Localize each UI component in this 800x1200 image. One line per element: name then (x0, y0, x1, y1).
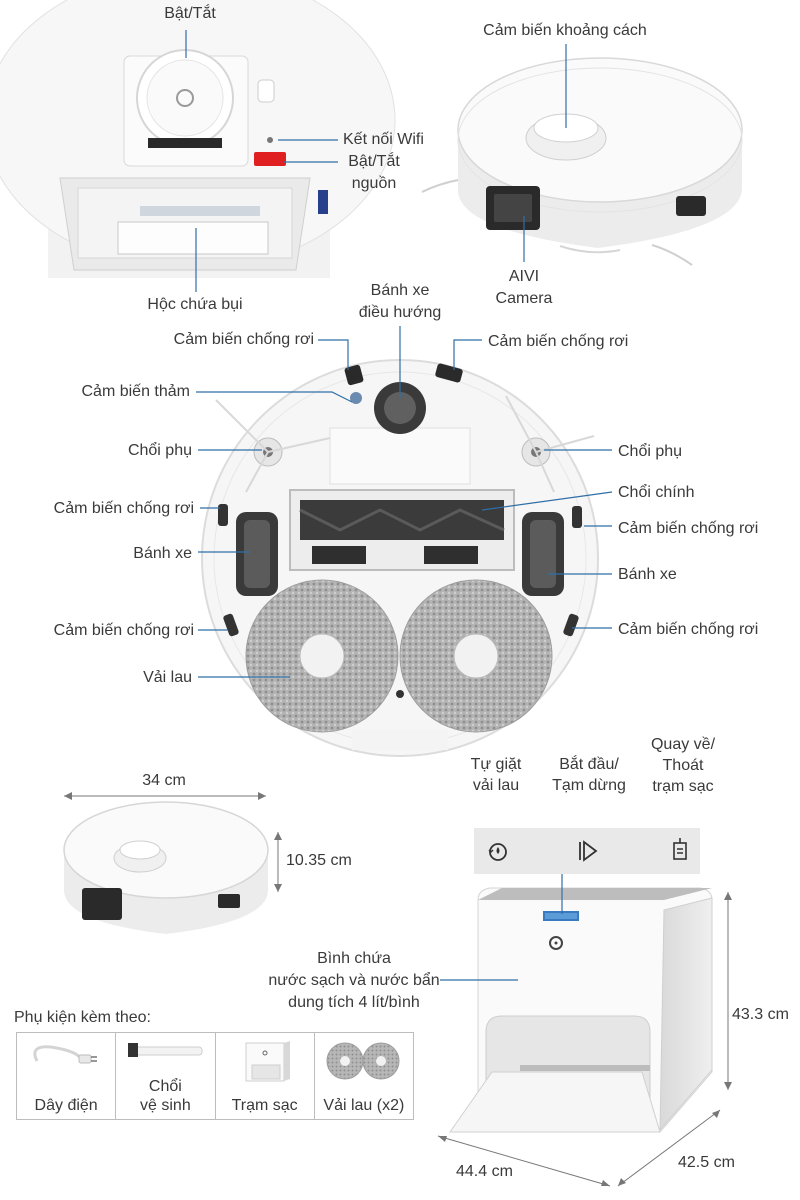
accessory-mop-pads: Vải lau (x2) (315, 1033, 413, 1119)
cliff-sensor-mid-left-label: Cảm biến chống rơi (53, 500, 194, 517)
cliff-sensor-top-left-label: Cảm biến chống rơi (173, 331, 314, 348)
side-brush-left-label: Chổi phụ (127, 442, 192, 459)
self-wash-label-line1: Tự giặt (470, 756, 522, 773)
accessories-table: Dây điện Chổi vệ sinh Trạm sạc Vải lau (… (16, 1032, 414, 1120)
return-dock-label-line1: Quay về/ (650, 736, 716, 753)
leader-lines (185, 30, 613, 981)
wheel-right-label: Bánh xe (618, 566, 677, 583)
station-depth-label: 42.5 cm (678, 1154, 735, 1171)
accessory-cleaning-brush: Chổi vệ sinh (116, 1033, 216, 1119)
start-pause-button-icon[interactable] (579, 840, 598, 862)
steer-wheel-label-line1: Bánh xe (370, 282, 430, 299)
steer-wheel-label-line2: điều hướng (358, 304, 442, 321)
start-pause-label-line2: Tạm dừng (552, 777, 626, 794)
accessories-title: Phụ kiện kèm theo: (14, 1009, 151, 1026)
side-brush-right-label: Chổi phụ (618, 443, 683, 460)
robot-height-label: 10.35 cm (286, 852, 352, 869)
cleaning-brush-icon (128, 1043, 203, 1057)
distance-sensor-label: Cảm biến khoảng cách (483, 22, 647, 39)
cliff-sensor-low-left-label: Cảm biến chống rơi (53, 622, 194, 639)
self-wash-button-icon[interactable] (488, 843, 507, 861)
station-logo (530, 932, 582, 961)
cliff-sensor-mid-right-label: Cảm biến chống rơi (618, 520, 759, 537)
mop-pads-icon (326, 1042, 400, 1080)
power-toggle-label: Bật/Tắt (164, 5, 216, 22)
accessory-label: Vải lau (x2) (323, 1097, 405, 1114)
robot-top-open-view (0, 0, 396, 278)
water-tank-label-line2: nước sạch và nước bẩn (268, 972, 440, 989)
water-tank-label-line3: dung tích 4 lít/bình (288, 994, 420, 1011)
charging-station-icon (245, 1041, 290, 1082)
station-button-panel (474, 828, 700, 874)
accessory-label: Trạm sạc (231, 1097, 298, 1114)
station-width-label: 44.4 cm (456, 1163, 513, 1180)
accessory-power-cable: Dây điện (17, 1033, 117, 1119)
power-label-line1: Bật/Tắt (348, 153, 400, 170)
carpet-sensor-label: Cảm biến thảm (81, 383, 191, 400)
water-tank-label-line1: Bình chứa (317, 950, 391, 967)
aivi-label-line2: Camera (495, 290, 553, 307)
return-dock-button-icon[interactable] (673, 838, 687, 860)
dustbin-label: Hộc chứa bụi (147, 296, 243, 313)
wheel-left-label: Bánh xe (133, 545, 192, 562)
robot-top-view (421, 57, 743, 266)
accessory-label: vệ sinh (140, 1097, 191, 1114)
accessory-charging-station: Trạm sạc (216, 1033, 315, 1119)
return-dock-label-line2: Thoát (662, 757, 704, 774)
start-pause-label-line1: Bắt đầu/ (559, 756, 619, 773)
charging-station-view (437, 887, 732, 1187)
power-label-line2: nguồn (351, 175, 397, 192)
robot-width-label: 34 cm (142, 772, 186, 789)
aivi-label-line1: AIVI (508, 268, 540, 285)
return-dock-label-line3: trạm sạc (652, 778, 714, 795)
cliff-sensor-top-right-label: Cảm biến chống rơi (488, 333, 629, 350)
cliff-sensor-low-right-label: Cảm biến chống rơi (618, 621, 759, 638)
main-brush-label: Chổi chính (618, 484, 695, 501)
mop-label: Vải lau (143, 669, 192, 686)
station-height-label: 43.3 cm (732, 1006, 789, 1023)
accessory-label: Dây điện (34, 1097, 98, 1114)
robot-dimension-view (63, 792, 282, 934)
power-cable-icon (33, 1045, 97, 1064)
robot-bottom-view (201, 359, 599, 757)
self-wash-label-line2: vải lau (472, 777, 520, 794)
wifi-label: Kết nối Wifi (343, 131, 424, 148)
accessory-label-line1: Chổi (148, 1078, 182, 1095)
